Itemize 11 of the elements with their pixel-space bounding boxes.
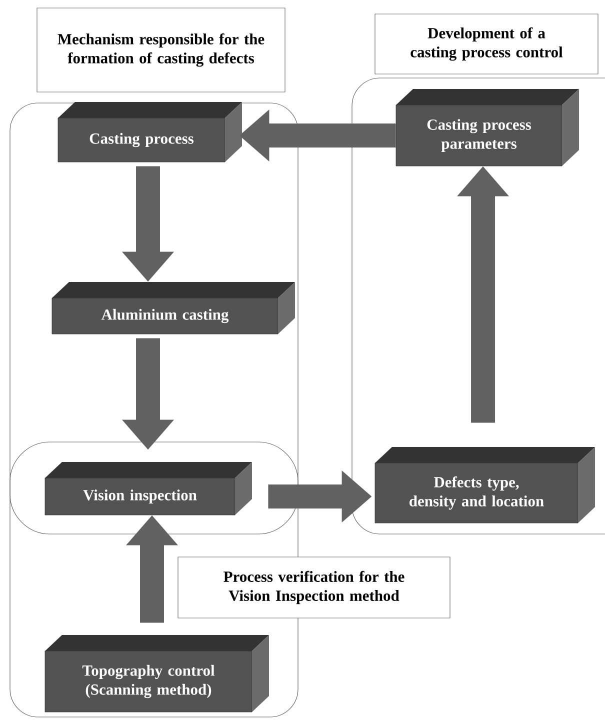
block-box: Topography control (Scanning method) [44,635,269,712]
group-frame [352,78,605,534]
block-box: Vision inspection [44,462,252,516]
note-box: Mechanism responsible for the formation of casting defects [36,8,286,92]
block-box: Casting process [58,102,242,162]
block-box: Casting process parameters [396,89,579,166]
block-box: Aluminium casting [52,282,295,334]
rounded-frame [10,442,298,534]
block-box: Defects type, density and location [374,447,595,524]
note-box: Development of a casting process control [374,14,598,74]
note-box: Process verification for the Vision Inspection method [178,556,450,618]
